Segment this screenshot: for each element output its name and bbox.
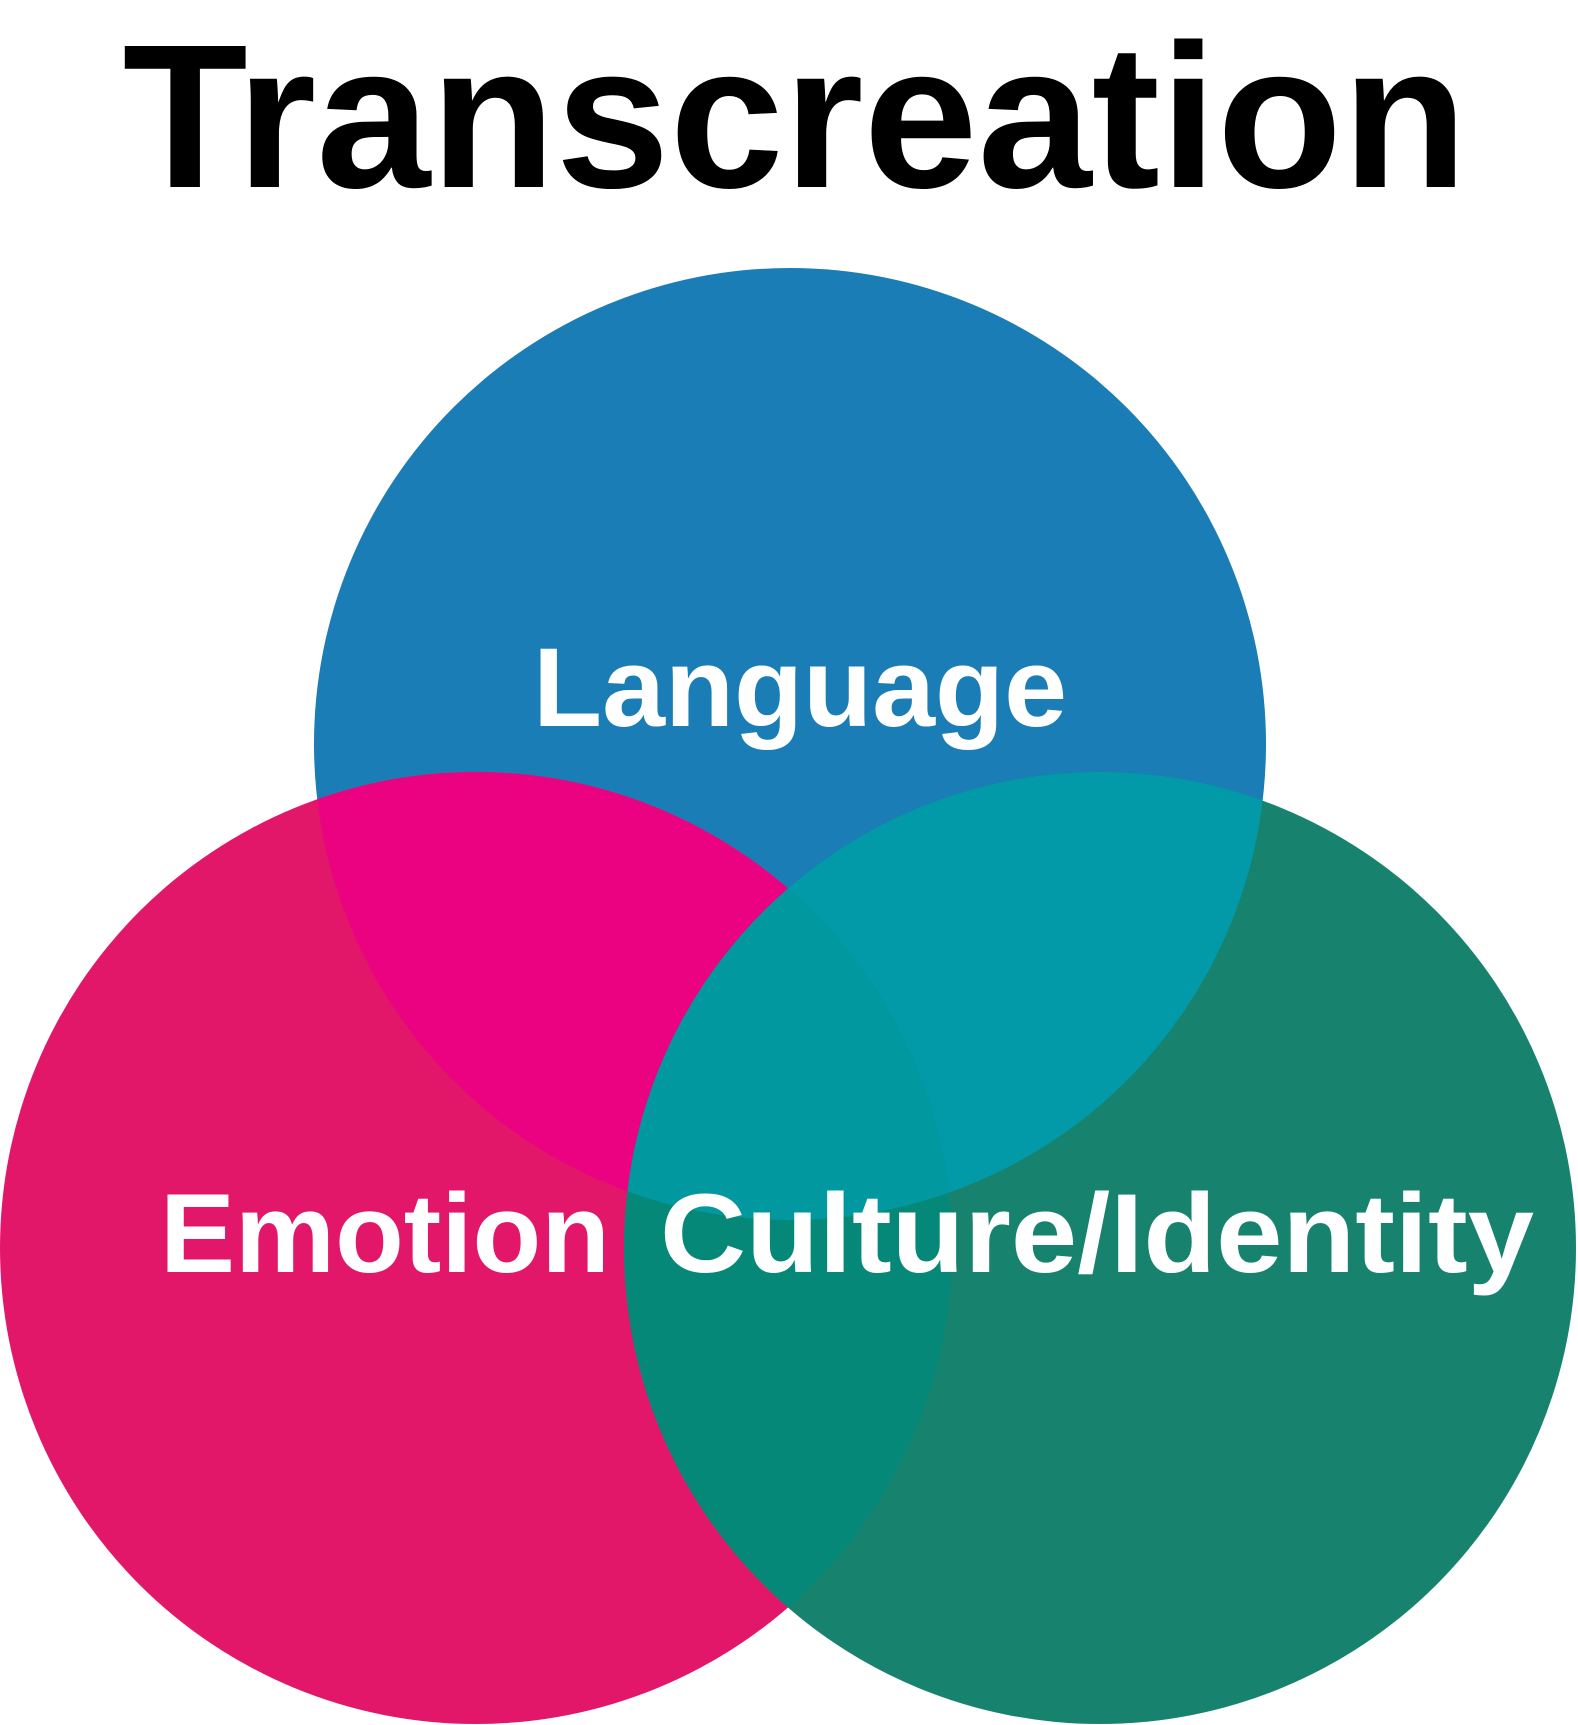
diagram-title: Transcreation <box>123 2 1468 231</box>
overlap-all <box>624 772 952 1220</box>
label-emotion: Emotion <box>160 1171 610 1296</box>
label-culture-identity: Culture/Identity <box>660 1171 1534 1296</box>
label-language: Language <box>533 625 1067 750</box>
